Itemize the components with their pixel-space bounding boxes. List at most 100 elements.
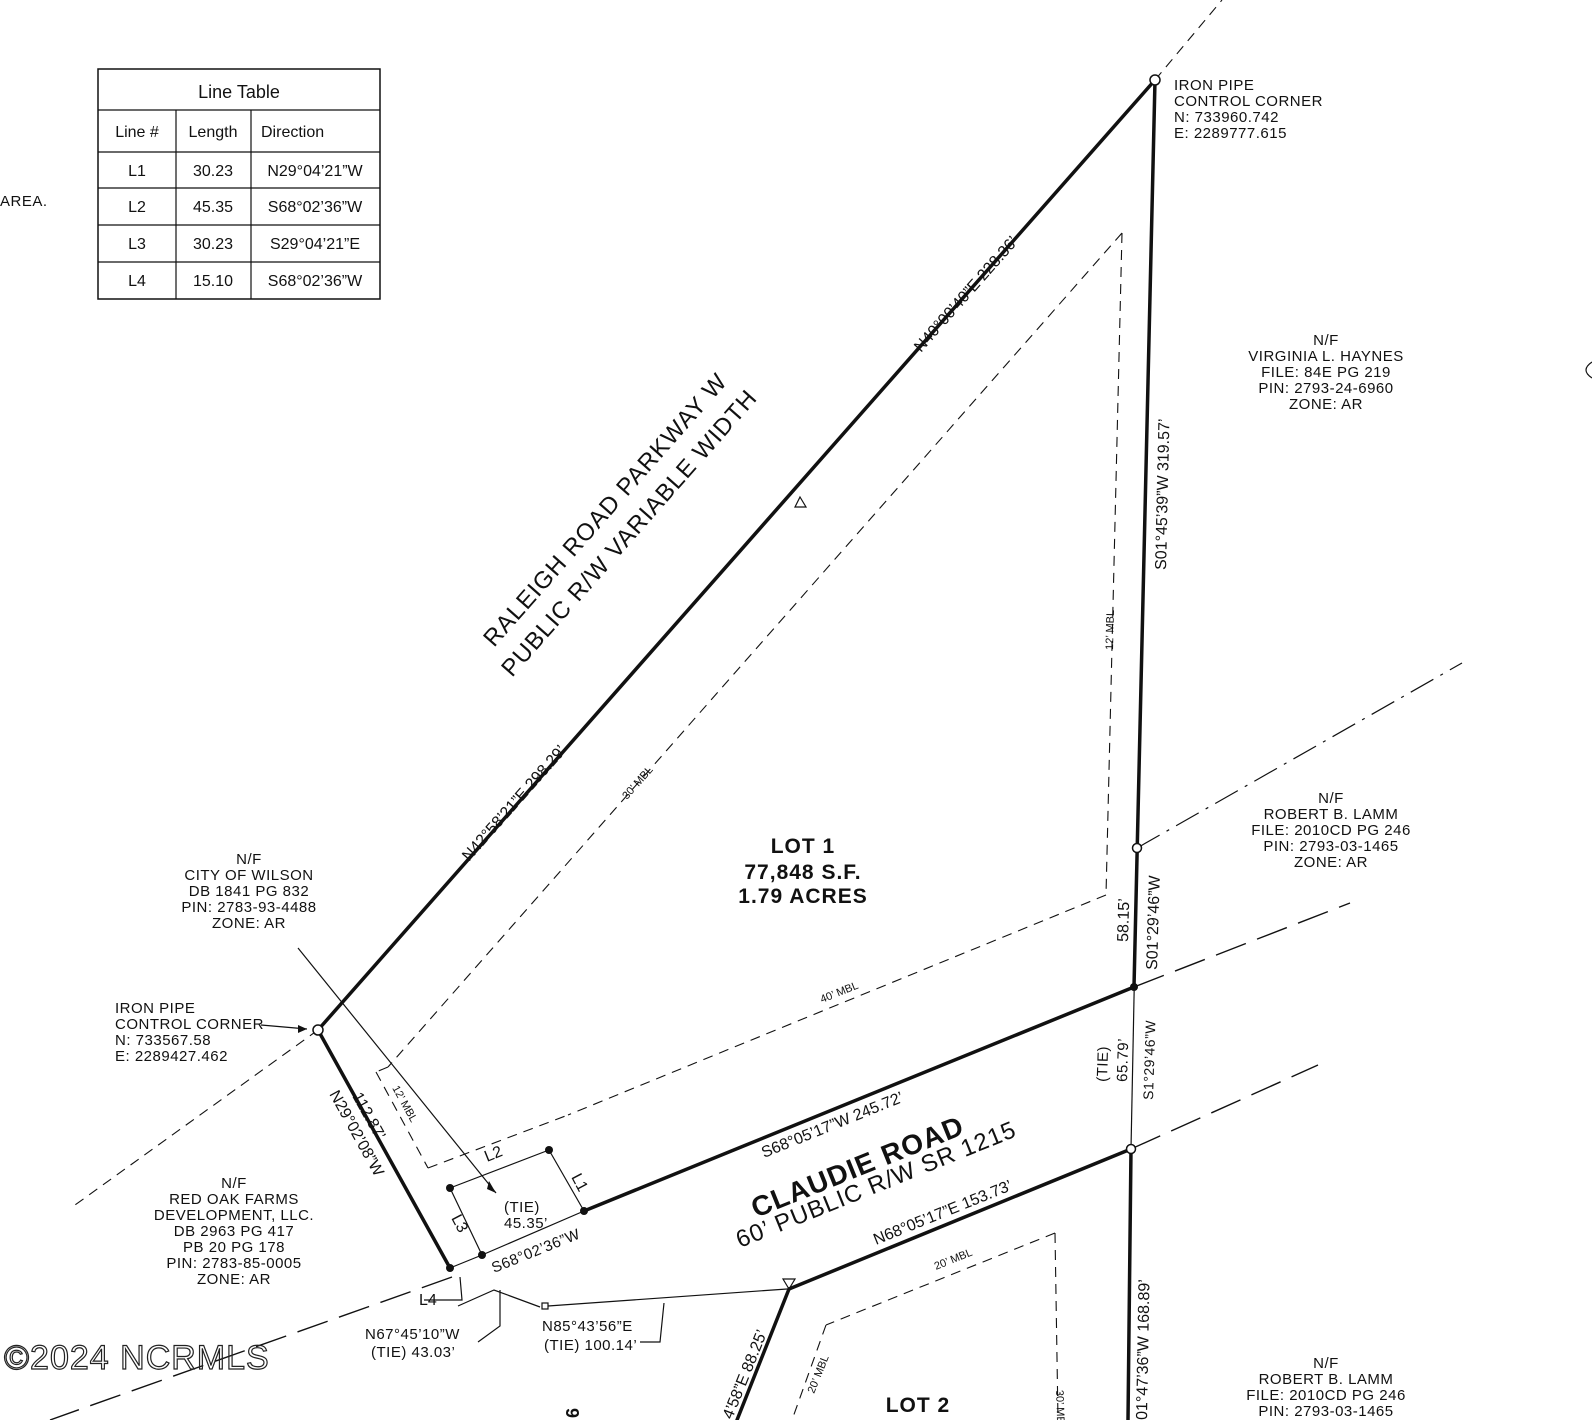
mbl-label-40: 40’ MBL <box>819 980 861 1006</box>
owner-info-line: N/F <box>1318 790 1344 807</box>
tie-b-length: (TIE) 100.14’ <box>544 1337 637 1354</box>
nw-frontage-bearing: N42°58’21”E 298.29’ <box>459 743 570 865</box>
segment-label-l1: L1 <box>567 1171 590 1195</box>
raleigh-road-rw: PUBLIC R/W VARIABLE WIDTH <box>496 385 763 682</box>
owner-info-line: N/F <box>221 1175 247 1192</box>
tie-label: (TIE) <box>1094 1046 1112 1082</box>
corner-info-line: IRON PIPE <box>115 1000 195 1017</box>
iron-pipe-icon <box>1125 1143 1137 1155</box>
corner-point-icon <box>478 1251 486 1259</box>
corner-monuments <box>312 74 1161 1272</box>
owner-info-line: FILE: 2010CD PG 246 <box>1251 822 1411 839</box>
lot2-boundary <box>735 847 1138 1420</box>
mbl-label-30: 30’ MBL <box>620 764 655 802</box>
east-line-bearing: S01°45’39”W 319.57’ <box>1153 418 1173 570</box>
corner-info-line: N: 733960.742 <box>1174 109 1279 126</box>
box-bottom-bearing: S68°02’36”W <box>489 1226 583 1277</box>
line-table-cell: 30.23 <box>193 236 233 253</box>
owner-info-line: ZONE: AR <box>1294 854 1368 871</box>
sw-corner-info: IRON PIPE CONTROL CORNER N: 733567.58 E:… <box>115 1000 264 1065</box>
lot1-area-ac: 1.79 ACRES <box>738 885 867 908</box>
corner-info-line: CONTROL CORNER <box>115 1016 264 1033</box>
corner-point-icon <box>545 1146 553 1154</box>
owner-info-line: DB 1841 PG 832 <box>189 883 309 900</box>
tie-b-bearing: N85°43’56”E <box>542 1318 633 1335</box>
box-tie-label: (TIE) <box>504 1199 540 1216</box>
lot1-area-sf: 77,848 S.F. <box>744 861 861 884</box>
corner-info-line: E: 2289777.615 <box>1174 125 1287 142</box>
owner-info-line: DB 2963 PG 417 <box>174 1223 294 1240</box>
iron-pipe-icon <box>1149 74 1161 86</box>
line-table-cell: L3 <box>128 236 146 253</box>
segment-label-l3: L3 <box>447 1212 470 1236</box>
north-frontage-bearing: N40°00’40”E 228.36’ <box>911 234 1022 356</box>
watermark: ©2024 NCRMLS <box>4 1339 270 1377</box>
corner-point-icon <box>446 1264 454 1272</box>
line-table-cell: S68°02’36”W <box>268 273 363 290</box>
line-table-cell: 30.23 <box>193 163 233 180</box>
owner-info-line: ZONE: AR <box>1289 396 1363 413</box>
segment-label-l2: L2 <box>482 1143 505 1165</box>
direction-arrow-icon <box>794 495 808 508</box>
line-table-cell: N29°04’21”W <box>267 163 363 180</box>
corner-info-line: CONTROL CORNER <box>1174 93 1323 110</box>
east-short-bearing: S01°29’46”W <box>1144 874 1164 970</box>
segment-label-l4: L4 <box>419 1292 437 1309</box>
owner-lamm-north: N/F ROBERT B. LAMM FILE: 2010CD PG 246 P… <box>1251 790 1411 871</box>
owner-info-line: PB 20 PG 178 <box>183 1239 285 1256</box>
line-table-cell: 15.10 <box>193 273 233 290</box>
edge-fragment: 9 <box>562 1408 582 1418</box>
lot2-west-bearing: 4’58”E 88.25’ <box>720 1328 771 1420</box>
owner-lamm-south: N/F ROBERT B. LAMM FILE: 2010CD PG 246 P… <box>1246 1355 1405 1420</box>
tie-bearing: S1°29’46”W <box>1140 1020 1158 1101</box>
line-table-header-direction: Direction <box>261 124 324 141</box>
owner-info-line: PIN: 2793-24-6960 <box>1258 380 1393 397</box>
owner-info-line: ZONE: AR <box>212 915 286 932</box>
corner-info-line: E: 2289427.462 <box>115 1048 228 1065</box>
mbl-label-20a: 20’ MBL <box>933 1247 975 1273</box>
line-table-header-line: Line # <box>115 124 159 141</box>
corner-point-icon <box>580 1207 588 1215</box>
tie-lines <box>260 947 788 1343</box>
owner-red-oak: N/F RED OAK FARMS DEVELOPMENT, LLC. DB 2… <box>154 1175 314 1288</box>
owner-info-line: CITY OF WILSON <box>184 867 313 884</box>
owner-info-line: RED OAK FARMS <box>169 1191 299 1208</box>
lot2-east-bearing: 01°47’36”W 168.89’ <box>1134 1279 1153 1420</box>
mbl-label-30b: 30’ MBL <box>1053 1390 1066 1420</box>
line-table-title: Line Table <box>198 82 280 102</box>
corner-point-icon <box>446 1184 454 1192</box>
mbl-label-20b: 20’ MBL <box>806 1354 832 1396</box>
lot2-name: LOT 2 <box>886 1394 951 1417</box>
ne-corner-info: IRON PIPE CONTROL CORNER N: 733960.742 E… <box>1174 77 1323 142</box>
east-short-length: 58.15’ <box>1115 898 1133 942</box>
lot1-boundary <box>316 78 1157 1270</box>
owner-info-line: PIN: 2783-85-0005 <box>166 1255 301 1272</box>
owner-info-line: ROBERT B. LAMM <box>1264 806 1399 823</box>
setback-lines <box>375 232 1123 1420</box>
line-table-cell: L2 <box>128 199 146 216</box>
lot1-name: LOT 1 <box>771 835 836 858</box>
owner-info-line: FILE: 84E PG 219 <box>1261 364 1391 381</box>
line-table-cell: 45.35 <box>193 199 233 216</box>
corner-point-icon <box>1130 983 1138 991</box>
line-table-cell: S29°04’21”E <box>270 236 360 253</box>
road-centerlines <box>49 0 1463 1420</box>
owner-info-line: PIN: 2783-93-4488 <box>181 899 316 916</box>
owner-info-line: N/F <box>1313 332 1339 349</box>
owner-info-line: PIN: 2793-03-1465 <box>1258 1403 1393 1420</box>
raleigh-road-name: RALEIGH ROAD PARKWAY W <box>478 368 733 652</box>
line-table-cell: L1 <box>128 163 146 180</box>
tie-a-bearing: N67°45’10”W <box>365 1326 460 1343</box>
owner-info-line: ZONE: AR <box>197 1271 271 1288</box>
owner-info-line: DEVELOPMENT, LLC. <box>154 1207 314 1224</box>
owner-haynes: N/F VIRGINIA L. HAYNES FILE: 84E PG 219 … <box>1248 332 1403 413</box>
owner-info-line: ROBERT B. LAMM <box>1259 1371 1394 1388</box>
line-table-cell: L4 <box>128 273 146 290</box>
tie-a-length: (TIE) 43.03’ <box>371 1344 455 1361</box>
line-table-header-length: Length <box>189 124 238 141</box>
mbl-label-12-east: 12’ MBL <box>1104 610 1117 650</box>
owner-info-line: VIRGINIA L. HAYNES <box>1248 348 1403 365</box>
line-table: Line Table Line # Length Direction L1 30… <box>97 68 381 300</box>
iron-pipe-icon <box>1131 842 1143 854</box>
